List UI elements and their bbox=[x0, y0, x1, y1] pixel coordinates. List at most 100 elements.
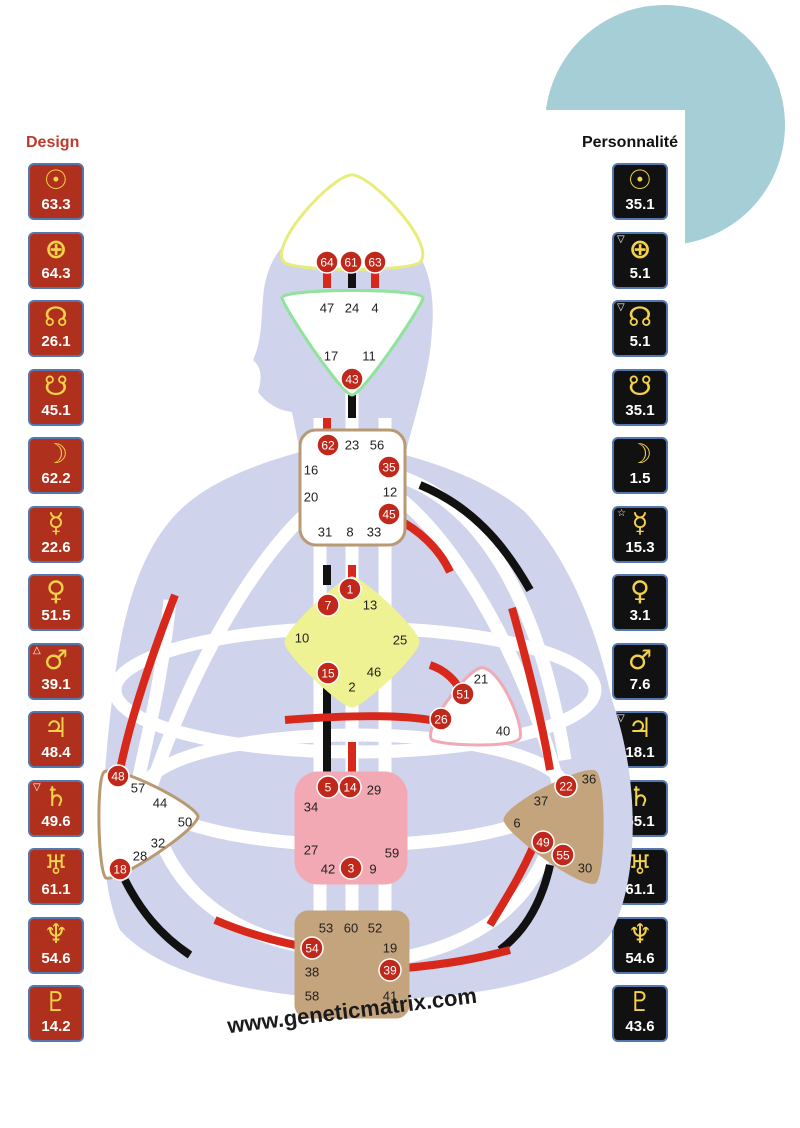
gate-number: 26 bbox=[434, 713, 448, 727]
uranus-icon: ♅ bbox=[627, 850, 653, 881]
planet-value: 7.6 bbox=[629, 675, 651, 693]
active-gate-marker bbox=[377, 502, 401, 526]
gate-number: 62 bbox=[321, 439, 335, 453]
gate-number: 42 bbox=[321, 862, 335, 877]
gate-number: 36 bbox=[582, 772, 596, 787]
moon-card: ☽62.2 bbox=[28, 437, 84, 494]
planet-mark: △ bbox=[33, 644, 41, 656]
active-gate-marker bbox=[315, 250, 339, 274]
gate-number: 27 bbox=[304, 843, 318, 858]
gate-number: 1 bbox=[347, 583, 354, 597]
active-gate-marker bbox=[106, 764, 130, 788]
south-node-card: ☋35.1 bbox=[612, 368, 668, 426]
gate-number: 51 bbox=[456, 688, 470, 702]
planet-mark: ☆ bbox=[617, 507, 626, 519]
gate-number: 10 bbox=[295, 631, 309, 646]
planet-value: 45.1 bbox=[41, 401, 71, 419]
moon-card: ☽1.5 bbox=[612, 437, 668, 494]
north-node-icon: ☊ bbox=[628, 302, 652, 333]
active-gate-marker bbox=[316, 661, 340, 685]
gate-number: 23 bbox=[345, 438, 359, 453]
active-gate-marker bbox=[531, 830, 555, 854]
south-node-icon: ☋ bbox=[44, 370, 68, 402]
gate-number: 17 bbox=[324, 349, 338, 364]
gate-number: 16 bbox=[304, 463, 318, 478]
gate-number: 48 bbox=[111, 770, 125, 784]
planet-value: 62.2 bbox=[41, 470, 71, 487]
planet-value: 22.6 bbox=[41, 538, 71, 556]
planet-value: 61.1 bbox=[41, 881, 71, 898]
earth-card: ⊕64.3 bbox=[28, 231, 84, 289]
gate-number: 55 bbox=[556, 849, 570, 863]
sun-card: ☉35.1 bbox=[612, 163, 668, 220]
gate-number: 12 bbox=[383, 485, 397, 500]
gate-number: 14 bbox=[343, 781, 357, 795]
uranus-icon: ♅ bbox=[43, 850, 69, 881]
neptune-icon: ♆ bbox=[43, 918, 69, 950]
mercury-icon: ☿ bbox=[631, 507, 649, 539]
jupiter-icon: ♃ bbox=[43, 713, 69, 744]
planet-mark: ▽ bbox=[33, 781, 41, 793]
planet-value: 3.1 bbox=[629, 607, 651, 624]
sacral-center bbox=[294, 771, 408, 885]
gate-number: 9 bbox=[369, 862, 376, 877]
pluto-icon: ♇ bbox=[627, 987, 653, 1018]
design-planet-column: ☉63.3⊕64.3☊26.1☋45.1☽62.2☿22.6♀51.5△♂39.… bbox=[28, 163, 90, 1054]
mars-icon: ♂ bbox=[43, 644, 69, 676]
gate-number: 20 bbox=[304, 490, 318, 505]
gate-number: 13 bbox=[363, 598, 377, 613]
gate-number: 64 bbox=[320, 256, 334, 270]
active-gate-marker bbox=[338, 577, 362, 601]
active-gate-marker bbox=[339, 250, 363, 274]
north-node-card: ▽☊5.1 bbox=[612, 300, 668, 357]
design-column-title: Design bbox=[26, 134, 80, 151]
active-gate-marker bbox=[339, 856, 363, 880]
gate-number: 15 bbox=[321, 667, 335, 681]
planet-mark: ▽ bbox=[617, 713, 625, 724]
jupiter-card: ♃48.4 bbox=[28, 711, 84, 768]
planet-value: 26.1 bbox=[41, 333, 71, 350]
moon-icon: ☽ bbox=[43, 439, 69, 470]
earth-icon: ⊕ bbox=[628, 233, 652, 265]
gate-number: 50 bbox=[178, 815, 192, 830]
solar-plexus-center bbox=[503, 769, 604, 884]
gate-number: 24 bbox=[345, 301, 359, 316]
earth-icon: ⊕ bbox=[44, 233, 68, 265]
gate-number: 44 bbox=[153, 796, 167, 811]
planet-value: 39.1 bbox=[41, 675, 71, 693]
planet-value: 1.5 bbox=[629, 470, 651, 487]
sun-icon: ☉ bbox=[627, 165, 653, 196]
gate-number: 31 bbox=[318, 525, 332, 540]
gate-number: 39 bbox=[383, 964, 397, 978]
gate-number: 34 bbox=[304, 800, 318, 815]
gate-number: 41 bbox=[383, 989, 397, 1004]
mercury-card: ☿22.6 bbox=[28, 505, 84, 563]
active-gate-marker bbox=[108, 857, 132, 881]
gate-number: 5 bbox=[325, 781, 332, 795]
gate-number: 43 bbox=[345, 373, 359, 387]
gate-number: 2 bbox=[348, 680, 355, 695]
active-gate-marker bbox=[316, 433, 340, 457]
neptune-card: ♆54.6 bbox=[28, 916, 84, 974]
mercury-icon: ☿ bbox=[47, 507, 65, 539]
gate-number: 38 bbox=[305, 965, 319, 980]
gate-number: 22 bbox=[559, 780, 573, 794]
moon-icon: ☽ bbox=[627, 439, 653, 470]
planet-value: 54.6 bbox=[625, 949, 655, 967]
planet-value: 61.1 bbox=[625, 881, 655, 898]
planet-value: 15.3 bbox=[625, 538, 655, 556]
planet-value: 48.4 bbox=[41, 744, 71, 761]
ajna-center bbox=[280, 289, 425, 397]
planet-value: 43.6 bbox=[625, 1018, 655, 1035]
personality-column-title: Personnalité bbox=[581, 134, 678, 151]
sun-card: ☉63.3 bbox=[28, 163, 84, 220]
gate-number: 61 bbox=[344, 256, 358, 270]
saturn-icon: ♄ bbox=[43, 781, 69, 813]
planet-value: 63.3 bbox=[41, 196, 71, 213]
planet-value: 51.5 bbox=[41, 607, 71, 624]
active-gate-marker bbox=[377, 455, 401, 479]
heart-center bbox=[429, 666, 522, 747]
venus-icon: ♀ bbox=[46, 576, 66, 607]
spleen-center bbox=[97, 769, 200, 880]
